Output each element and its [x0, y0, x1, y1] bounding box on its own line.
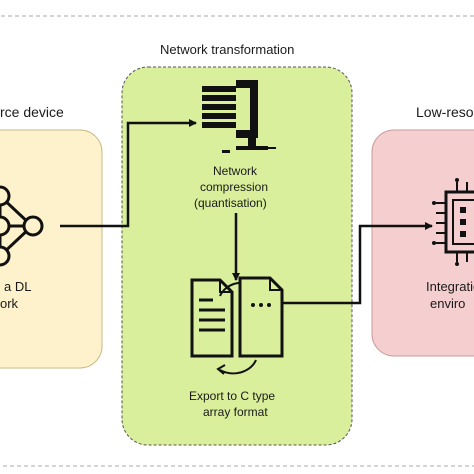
target-caption-line1: Integratio [426, 279, 474, 294]
target-device-panel [371, 129, 474, 357]
target-panel-title: Low-resou [416, 104, 474, 120]
neural-network-icon [0, 185, 44, 267]
export-label-line2: array format [203, 405, 268, 419]
arrow-export-to-target [283, 222, 433, 305]
export-label-line1: Export to C type [189, 389, 276, 403]
outer-frame [0, 15, 474, 467]
file-convert-icon [190, 276, 284, 375]
clamp-compression-icon [202, 80, 276, 153]
arrow-source-to-compression [60, 119, 197, 228]
source-device-panel [0, 129, 103, 369]
target-caption-line2: enviro [430, 296, 466, 311]
source-caption-line1: a DL [4, 279, 32, 294]
compression-label-line1: Network [213, 164, 258, 178]
compression-label-line3: (quantisation) [194, 196, 267, 210]
compression-label-line2: compression [200, 180, 269, 194]
source-caption-line2: ork [0, 296, 19, 311]
source-panel-title: rce device [0, 104, 64, 120]
microchip-icon [432, 178, 474, 266]
transformation-panel-title: Network transformation [160, 42, 295, 57]
